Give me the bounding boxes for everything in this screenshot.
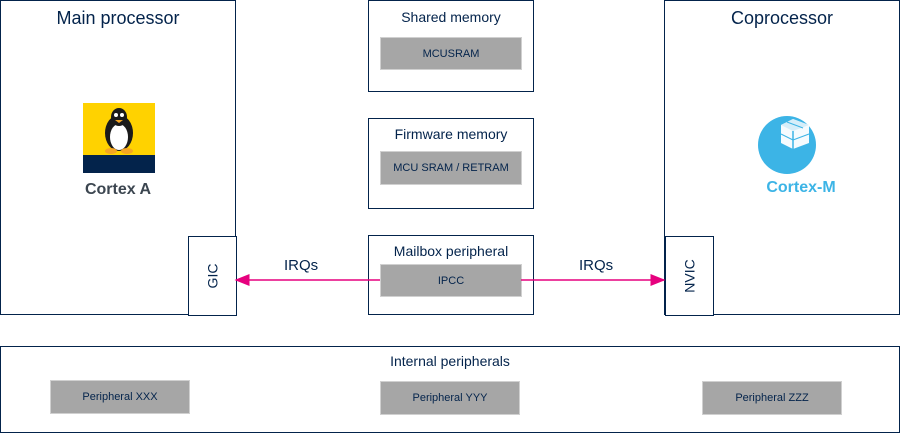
main-processor-title: Main processor — [56, 8, 180, 28]
coprocessor-title: Coprocessor — [730, 8, 834, 28]
tux-penguin-icon — [105, 108, 133, 154]
mailbox-peripheral-box: Mailbox peripheral IPCC — [368, 235, 534, 315]
openstlinux-logo — [83, 103, 155, 173]
nvic-box: NVIC — [665, 236, 714, 316]
mailbox-peripheral-title: Mailbox peripheral — [393, 243, 509, 259]
cortex-a-label: Cortex A — [84, 181, 152, 198]
main-processor-box: Main processor Cortex A GIC — [0, 0, 237, 316]
peripheral-block: Peripheral ZZZ — [702, 381, 842, 415]
irq-label-right: IRQs — [579, 257, 614, 274]
cortex-m-label: Cortex-M — [766, 179, 836, 196]
coprocessor-box: Coprocessor Cortex-M NVIC — [664, 0, 900, 316]
peripheral-block: Peripheral YYY — [380, 381, 520, 415]
internal-peripherals-title: Internal peripherals — [390, 353, 510, 369]
internal-peripherals-box: Internal peripherals Peripheral XXX Peri… — [0, 346, 900, 433]
shared-memory-box: Shared memory MCUSRAM — [368, 0, 534, 92]
mcusram-block: MCUSRAM — [380, 37, 522, 70]
peripheral-block: Peripheral XXX — [50, 380, 190, 414]
firmware-memory-box: Firmware memory MCU SRAM / RETRAM — [368, 118, 534, 209]
ipcc-block: IPCC — [380, 264, 522, 297]
stm32cube-logo-icon — [758, 116, 816, 174]
gic-box: GIC — [188, 236, 237, 316]
irq-label-left: IRQs — [284, 257, 319, 274]
openstlinux-logo-bar — [83, 155, 155, 173]
shared-memory-title: Shared memory — [401, 9, 501, 25]
mcu-sram-retram-block: MCU SRAM / RETRAM — [380, 151, 522, 185]
firmware-memory-title: Firmware memory — [394, 126, 508, 142]
